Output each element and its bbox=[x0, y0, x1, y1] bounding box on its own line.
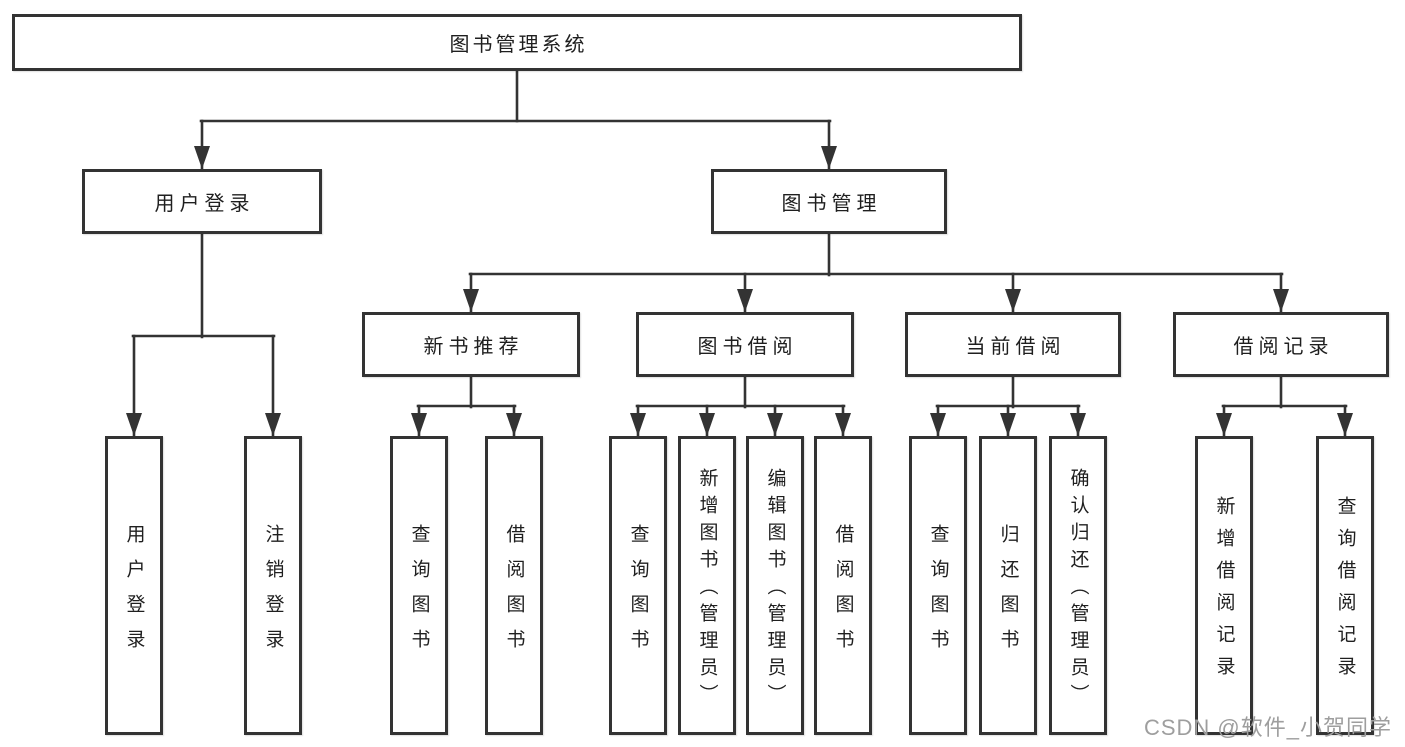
leaf-logout-label: 注销登录 bbox=[262, 523, 284, 664]
leaf-query-books-2: 查询图书 bbox=[609, 436, 667, 735]
leaf-logout: 注销登录 bbox=[244, 436, 302, 735]
node-book-management: 图书管理 bbox=[711, 169, 947, 234]
leaf-query-books-1-label: 查询图书 bbox=[408, 523, 430, 664]
node-book-borrowing: 图书借阅 bbox=[636, 312, 854, 377]
leaf-add-books-admin: 新增图书（管理员） bbox=[678, 436, 736, 735]
leaf-query-books-1: 查询图书 bbox=[390, 436, 448, 735]
leaf-return-books: 归还图书 bbox=[979, 436, 1037, 735]
csdn-watermark: CSDN @软件_小贺同学 bbox=[1143, 715, 1392, 740]
leaf-query-books-3-label: 查询图书 bbox=[927, 523, 949, 664]
leaf-borrow-books-1: 借阅图书 bbox=[485, 436, 543, 735]
leaf-query-borrow-record: 查询借阅记录 bbox=[1316, 436, 1374, 735]
leaf-query-borrow-record-label: 查询借阅记录 bbox=[1334, 496, 1356, 688]
leaf-confirm-return-admin-label: 确认归还（管理员） bbox=[1067, 468, 1089, 711]
node-new-book-recommendation: 新书推荐 bbox=[362, 312, 580, 377]
leaf-confirm-return-admin: 确认归还（管理员） bbox=[1049, 436, 1107, 735]
leaf-query-books-3: 查询图书 bbox=[909, 436, 967, 735]
leaf-user-login-label: 用户登录 bbox=[123, 523, 145, 664]
leaf-return-books-label: 归还图书 bbox=[997, 523, 1019, 664]
node-borrowing-records: 借阅记录 bbox=[1173, 312, 1389, 377]
leaf-add-books-admin-label: 新增图书（管理员） bbox=[696, 468, 718, 711]
leaf-query-books-2-label: 查询图书 bbox=[627, 523, 649, 664]
node-user-login: 用户登录 bbox=[82, 169, 322, 234]
leaf-borrow-books-1-label: 借阅图书 bbox=[503, 523, 525, 664]
leaf-user-login: 用户登录 bbox=[105, 436, 163, 735]
node-current-borrowing: 当前借阅 bbox=[905, 312, 1121, 377]
leaf-edit-books-admin-label: 编辑图书（管理员） bbox=[764, 468, 786, 711]
leaf-edit-books-admin: 编辑图书（管理员） bbox=[746, 436, 804, 735]
node-library-management-system: 图书管理系统 bbox=[12, 14, 1022, 71]
leaf-borrow-books-2-label: 借阅图书 bbox=[832, 523, 854, 664]
leaf-add-borrow-record-label: 新增借阅记录 bbox=[1213, 496, 1235, 688]
leaf-add-borrow-record: 新增借阅记录 bbox=[1195, 436, 1253, 735]
leaf-borrow-books-2: 借阅图书 bbox=[814, 436, 872, 735]
